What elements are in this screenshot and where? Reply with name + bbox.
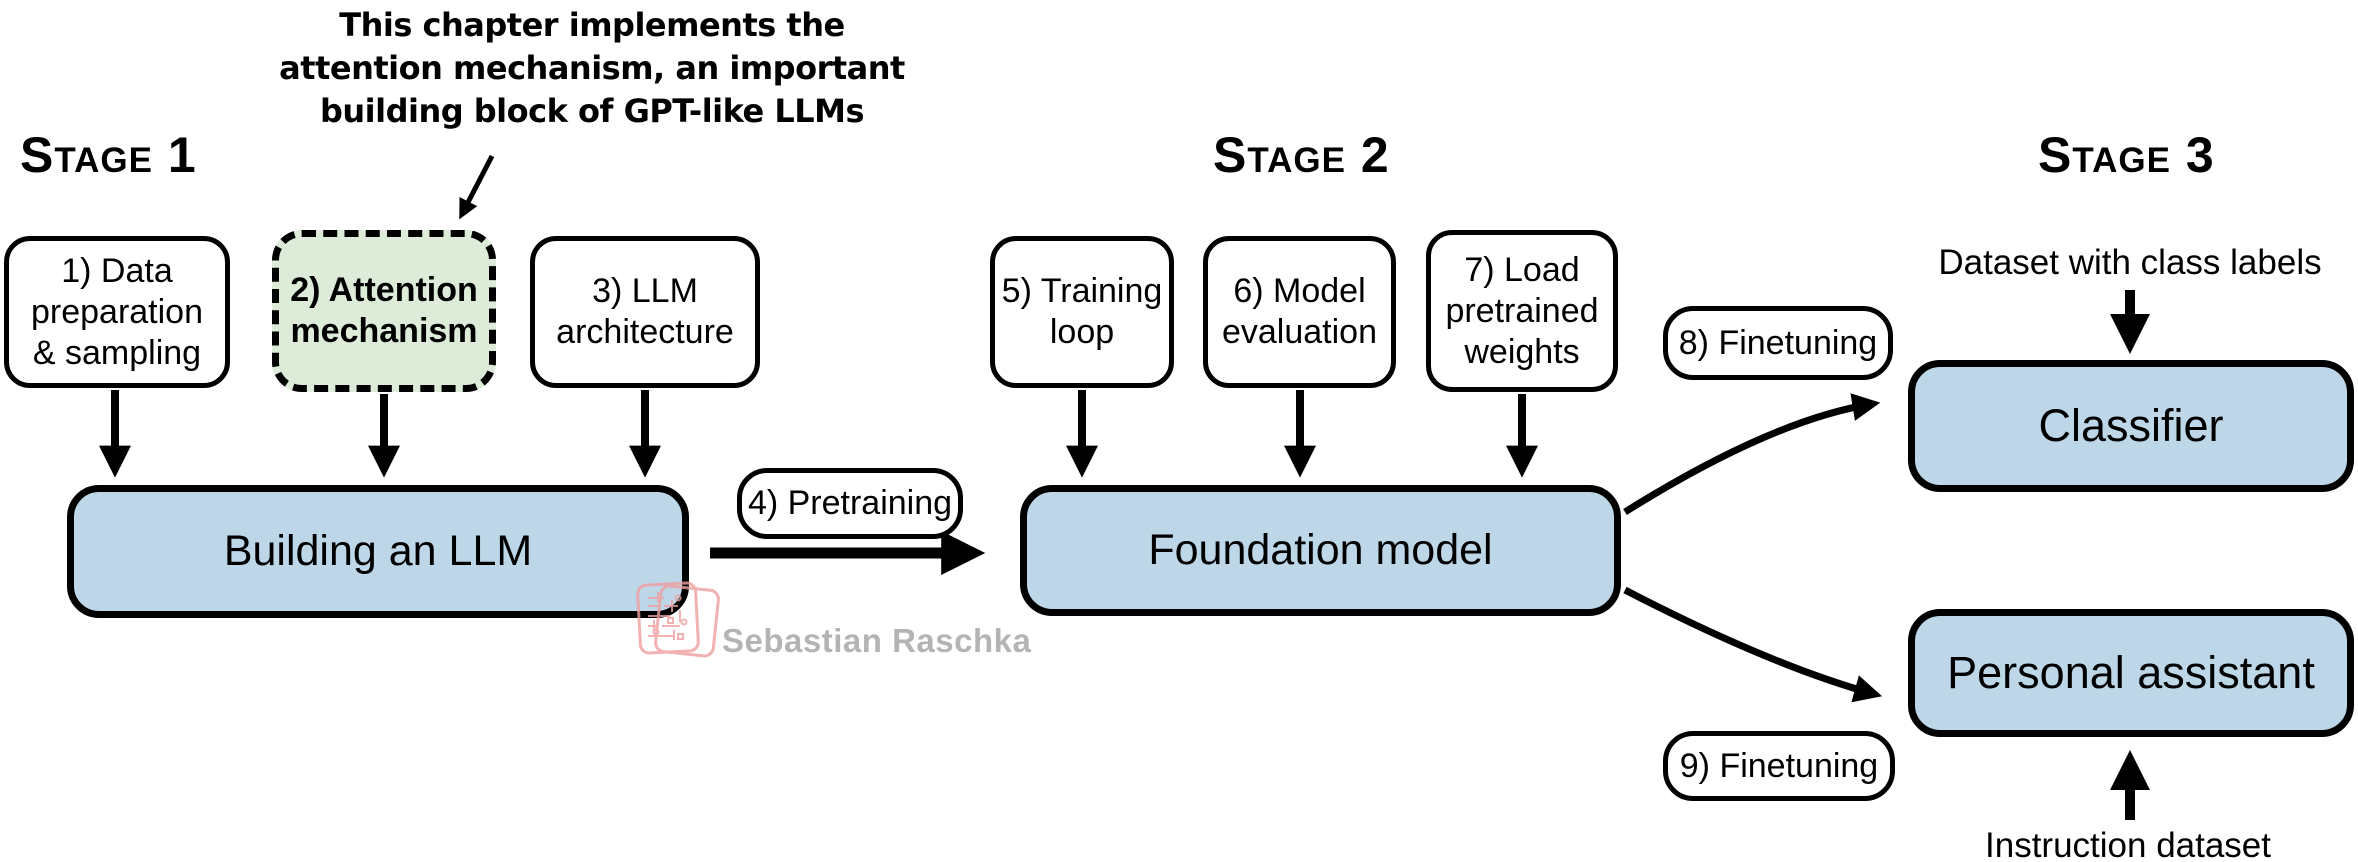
personal-assistant-label: Personal assistant	[1947, 647, 2315, 698]
watermark-logo-icon	[636, 581, 720, 658]
finetuning-8-pill: 8) Finetuning	[1663, 306, 1893, 380]
personal-assistant-box: Personal assistant	[1908, 609, 2354, 737]
pretraining-label: 4) Pretraining	[747, 484, 953, 522]
step-box-data-preparation-label: 1) Data preparation & sampling	[30, 251, 203, 372]
step-box-attention-mechanism: 2) Attention mechanism	[272, 230, 496, 392]
class-dataset-label: Dataset with class labels	[1938, 243, 2322, 282]
step-box-training-loop: 5) Training loop	[990, 236, 1174, 388]
instruction-dataset-label: Instruction dataset	[1985, 826, 2271, 862]
step-box-attention-mechanism-label: 2) Attention mechanism	[290, 271, 478, 350]
finetuning-8-label: 8) Finetuning	[1678, 323, 1878, 362]
building-an-llm-label: Building an LLM	[223, 527, 533, 575]
foundation-model-label: Foundation model	[1148, 526, 1493, 574]
building-an-llm-box: Building an LLM	[67, 485, 689, 618]
step-box-load-pretrained-weights: 7) Load pretrained weights	[1426, 230, 1618, 392]
watermark-author: Sebastian Raschka	[722, 622, 1032, 659]
step-box-training-loop-label: 5) Training loop	[1001, 272, 1163, 351]
annotation-line-3: building block of GPT-like LLMs	[319, 92, 865, 130]
stage-2-heading: Stage 2	[1213, 127, 1390, 183]
annotation-arrow	[459, 154, 495, 220]
annotation-note: This chapter implements the attention me…	[272, 4, 912, 133]
pretraining-pill: 4) Pretraining	[737, 468, 963, 539]
step-box-llm-architecture-label: 3) LLM architecture	[556, 272, 734, 351]
stage-1-heading: Stage 1	[20, 127, 197, 183]
arrow-foundation-to-assistant	[1623, 586, 1883, 703]
classifier-label: Classifier	[2038, 400, 2224, 451]
step-box-load-pretrained-weights-label: 7) Load pretrained weights	[1445, 250, 1599, 371]
annotation-line-1: This chapter implements the	[339, 6, 845, 44]
finetuning-9-label: 9) Finetuning	[1679, 746, 1879, 785]
finetuning-9-pill: 9) Finetuning	[1663, 731, 1895, 801]
arrow-foundation-to-classifier	[1623, 393, 1881, 515]
step-box-llm-architecture: 3) LLM architecture	[530, 236, 760, 388]
annotation-line-2: attention mechanism, an important	[279, 49, 905, 87]
step-box-data-preparation: 1) Data preparation & sampling	[4, 236, 230, 388]
stage-3-heading: Stage 3	[2038, 127, 2215, 183]
step-box-model-evaluation: 6) Model evaluation	[1203, 236, 1396, 388]
classifier-box: Classifier	[1908, 360, 2354, 492]
foundation-model-box: Foundation model	[1020, 485, 1621, 616]
step-box-model-evaluation-label: 6) Model evaluation	[1221, 272, 1377, 351]
